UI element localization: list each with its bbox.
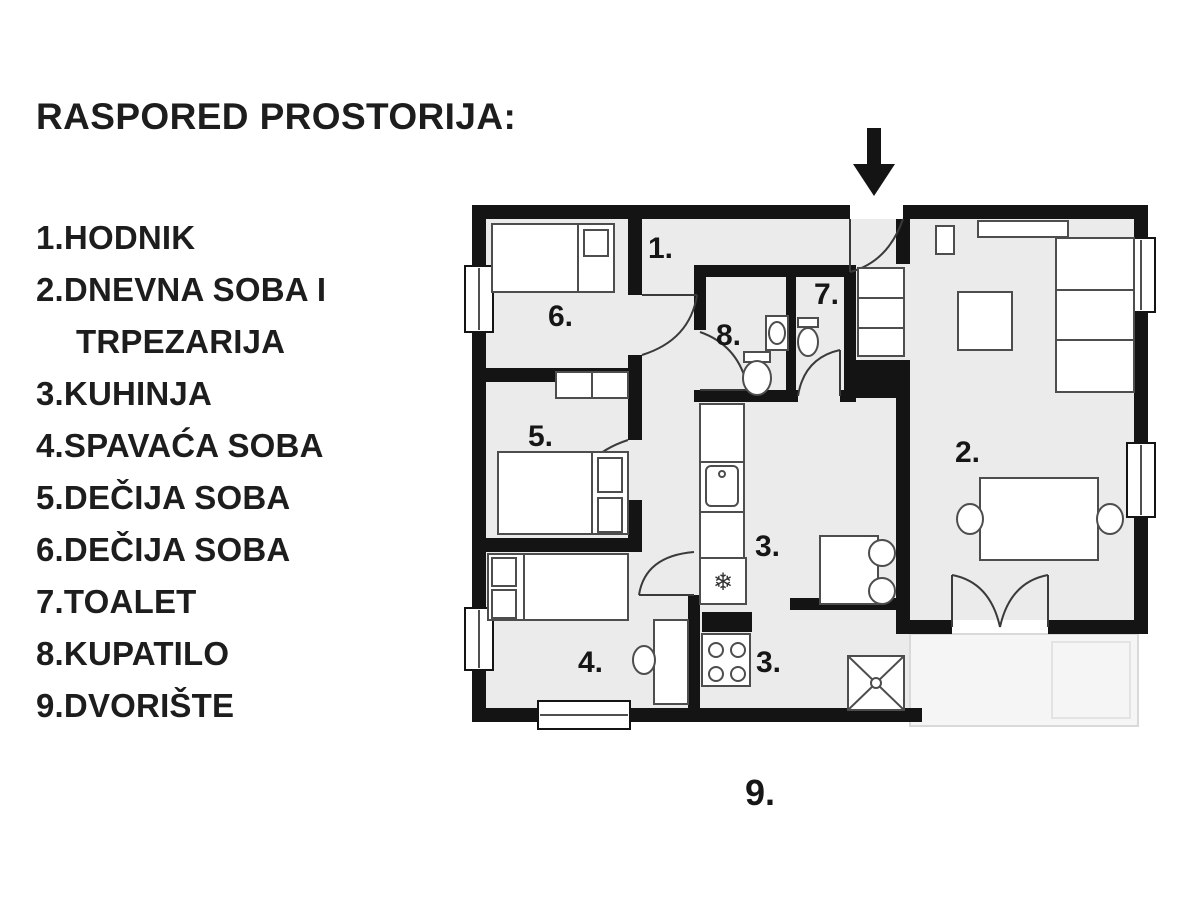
- room-legend: 1.HODNIK 2.DNEVNA SOBA I TRPEZARIJA 3.KU…: [36, 212, 496, 732]
- room-label-yard: 9.: [745, 772, 775, 813]
- room-label-toilet: 7.: [814, 278, 839, 311]
- legend-item-7: 7.TOALET: [36, 583, 197, 620]
- fridge-snowflake-icon: ❄: [713, 569, 733, 596]
- legend-item-4: 4.SPAVAĆA SOBA: [36, 427, 324, 464]
- room-label-hallway: 1.: [648, 232, 673, 265]
- sofa: [1055, 237, 1135, 393]
- fridge: [699, 557, 747, 605]
- legend-item-5: 5.DEČIJA SOBA: [36, 479, 291, 516]
- legend-item-8: 8.KUPATILO: [36, 635, 230, 672]
- legend-item-6: 6.DEČIJA SOBA: [36, 531, 291, 568]
- room-label-kids-room-b: 6.: [548, 300, 573, 333]
- legend-item-1: 1.HODNIK: [36, 219, 196, 256]
- toilet-bowl: [742, 360, 772, 396]
- entrance-arrow-icon: [853, 128, 895, 196]
- furniture-kitchen: ❄: [699, 403, 905, 711]
- furniture-kids-room-5: [497, 451, 629, 535]
- tv-console: [977, 220, 1069, 238]
- legend-item-9: 9.DVORIŠTE: [36, 687, 235, 724]
- yard-area: [909, 633, 1139, 727]
- furniture-living-room: [935, 220, 1135, 561]
- coffee-table: [957, 291, 1013, 351]
- page-title: RASPORED PROSTORIJA:: [36, 96, 517, 137]
- furniture-bathroom: [742, 315, 789, 396]
- legend-item-3: 3.KUHINJA: [36, 375, 213, 412]
- hallway-shelf: [857, 267, 905, 357]
- walls: [472, 205, 1148, 722]
- room-label-bedroom: 4.: [578, 646, 603, 679]
- room-label-bathroom: 8.: [716, 319, 741, 352]
- room-label-kitchen-a: 3.: [755, 530, 780, 563]
- dining-table: [979, 477, 1099, 561]
- furniture-toilet: [797, 317, 819, 357]
- legend-item-2: 2.DNEVNA SOBA I TRPEZARIJA: [36, 271, 327, 360]
- room-label-kids-room-a: 5.: [528, 420, 553, 453]
- room-label-living-room: 2.: [955, 436, 980, 469]
- room-label-kitchen-b: 3.: [756, 646, 781, 679]
- furniture-kids-room-6: [491, 223, 629, 399]
- furniture-bedroom: [487, 553, 689, 705]
